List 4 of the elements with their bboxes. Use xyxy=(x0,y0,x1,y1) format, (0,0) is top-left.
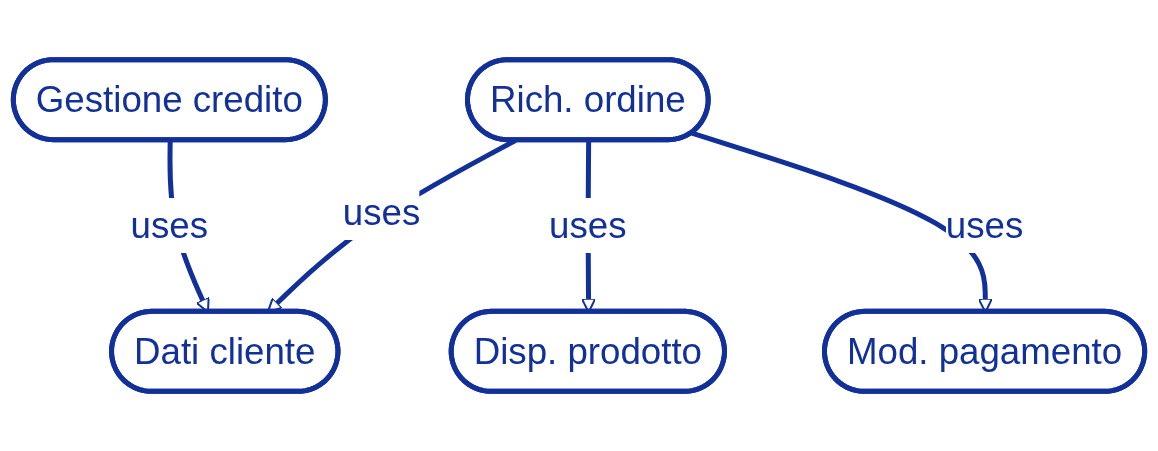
edge-label: uses xyxy=(549,204,627,247)
edge-label: uses xyxy=(342,191,421,234)
edge-label: uses xyxy=(945,204,1024,247)
edge-label: uses xyxy=(130,204,209,247)
